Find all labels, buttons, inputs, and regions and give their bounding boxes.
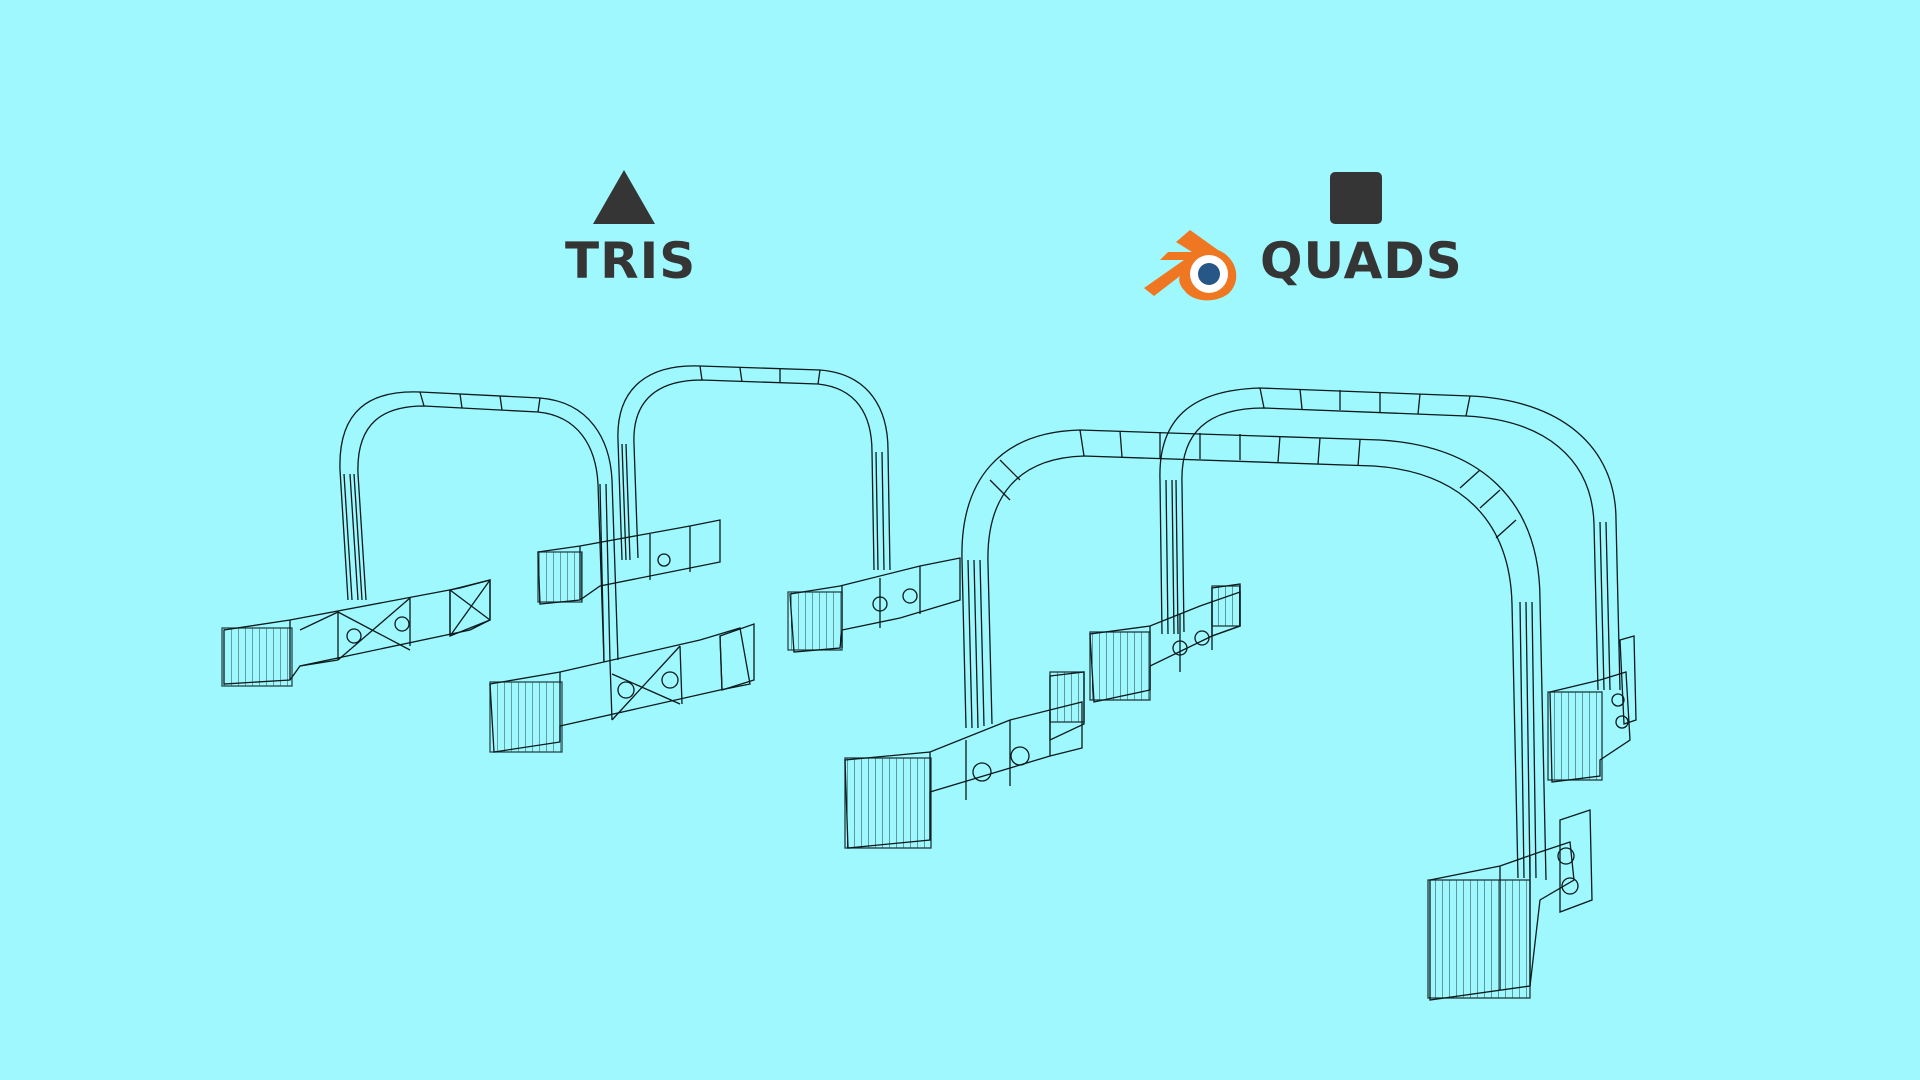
tris-label: TRIS bbox=[565, 232, 697, 290]
square-icon bbox=[1330, 172, 1382, 224]
blender-logo bbox=[1144, 230, 1237, 301]
quads-label: QUADS bbox=[1260, 232, 1463, 290]
tris-parallette-left bbox=[221, 391, 619, 687]
triangle-icon bbox=[593, 170, 655, 224]
quads-parallette-back bbox=[1089, 387, 1637, 783]
quads-parallette-front bbox=[844, 429, 1593, 1001]
tris-parallette-right bbox=[489, 365, 961, 753]
